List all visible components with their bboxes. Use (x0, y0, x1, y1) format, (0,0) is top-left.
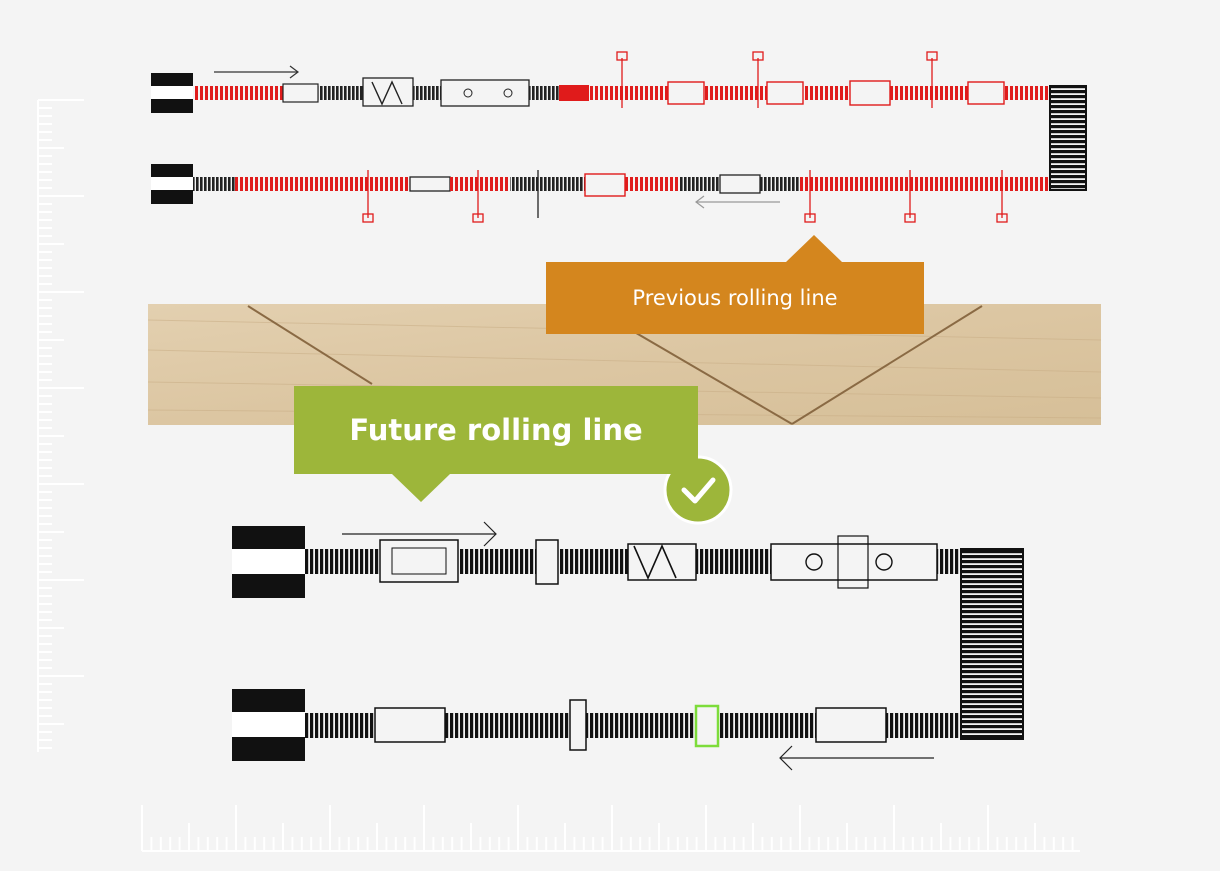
previous-rolling-line (151, 51, 1087, 223)
future-new-machine-highlight (694, 704, 720, 748)
future-flow-arrow-left (779, 745, 934, 771)
previous-flow-arrow-right (214, 65, 299, 79)
previous-rolling-line-callout: Previous rolling line (546, 235, 924, 334)
ruler-bottom (141, 805, 1080, 852)
future-machine-4 (770, 543, 938, 581)
future-turn-conveyor (961, 549, 1023, 739)
future-machine-3 (627, 543, 697, 581)
previous-turn-conveyor (1050, 86, 1086, 190)
future-machine-5 (374, 707, 446, 743)
previous-conveyor-segment (193, 86, 283, 100)
future-machine-2 (535, 539, 559, 585)
previous-flow-arrow-left (695, 195, 780, 209)
previous-conveyor-segment (235, 177, 410, 191)
previous-rolling-line-label: Previous rolling line (632, 286, 838, 310)
check-icon (681, 477, 716, 504)
future-rolling-line (232, 521, 1024, 771)
future-flow-arrow-right (342, 521, 497, 547)
future-rolling-line-callout: Future rolling line (294, 386, 698, 502)
ruler-left (37, 99, 84, 752)
future-machine-7 (815, 707, 887, 743)
previous-conveyor-segment (800, 177, 1050, 191)
future-rolling-line-label: Future rolling line (349, 413, 643, 447)
future-machine-6 (569, 699, 587, 751)
